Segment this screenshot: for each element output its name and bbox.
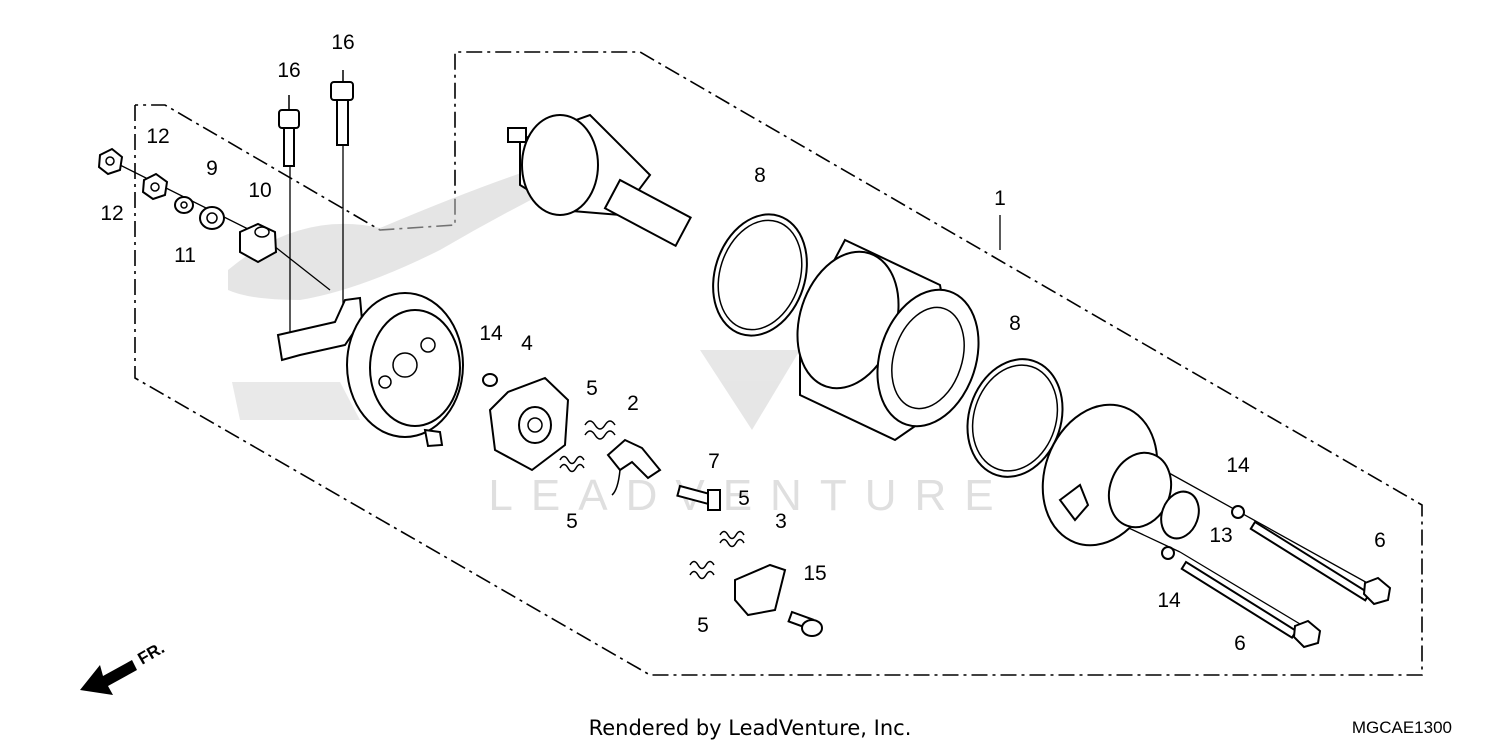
callout-11: 11: [174, 244, 196, 267]
spring-5-a: [584, 420, 616, 440]
callout-5c: 5: [738, 487, 750, 510]
callout-10: 10: [248, 179, 271, 202]
bolt-16-left: [278, 95, 300, 167]
washer-14-a: [482, 373, 498, 387]
callout-12b: 12: [100, 202, 123, 225]
rear-cover: [276, 292, 464, 448]
callout-5a: 5: [586, 377, 598, 400]
callout-14c: 14: [1157, 589, 1181, 612]
callout-16a: 16: [277, 59, 300, 82]
callout-3: 3: [775, 510, 787, 533]
callouts: 1 2 3 4 5 5 5 5 6 6 7 8 8 9 10 11 12 12 …: [100, 31, 1386, 655]
brush-3: [734, 563, 787, 617]
callout-6a: 6: [1374, 529, 1386, 552]
front-cover: [1041, 403, 1173, 547]
assembly-boundary-left: [134, 51, 1423, 676]
callout-2: 2: [627, 392, 639, 415]
long-bolt-6-b: [1180, 560, 1322, 649]
callout-8b: 8: [1009, 312, 1021, 335]
stipple-wing-graphic: [228, 169, 560, 420]
callout-9: 9: [206, 157, 218, 180]
nut-12-b: [141, 172, 169, 201]
nut-12-a: [97, 147, 124, 176]
spring-5-c: [719, 530, 745, 548]
motor-yoke: [796, 238, 980, 442]
callout-1: 1: [994, 187, 1006, 210]
callout-16b: 16: [331, 31, 354, 54]
terminal-10: [239, 222, 278, 264]
o-ring-8-b: [966, 358, 1064, 478]
callout-13: 13: [1209, 524, 1232, 547]
spring-5-d: [689, 560, 715, 580]
screw-15: [787, 610, 823, 637]
o-ring-13: [1160, 490, 1200, 540]
armature: [507, 113, 692, 248]
front-direction-label: FR.: [135, 638, 168, 668]
washer-14-b: [1231, 505, 1245, 519]
callout-15: 15: [803, 562, 826, 585]
callout-14a: 14: [479, 322, 503, 345]
callout-5d: 5: [697, 614, 709, 637]
callout-6b: 6: [1234, 632, 1246, 655]
insulator-9: [199, 206, 225, 230]
front-direction-arrow: FR.: [80, 638, 168, 695]
callout-7: 7: [708, 450, 720, 473]
brush-2: [606, 438, 662, 496]
callout-4: 4: [521, 332, 533, 355]
washer-14-c: [1161, 546, 1175, 560]
watermark-logo: [700, 350, 800, 430]
spring-5-b: [559, 455, 585, 473]
brush-holder-4: [488, 376, 570, 472]
diagram-code: MGCAE1300: [1351, 718, 1452, 737]
bolt-16-right: [330, 70, 354, 146]
callout-14b: 14: [1226, 454, 1250, 477]
watermark: LEADVENTURE: [488, 350, 1011, 520]
washer-11: [174, 196, 194, 214]
callout-8a: 8: [754, 164, 766, 187]
watermark-text: LEADVENTURE: [488, 471, 1011, 520]
terminal-bolt-7: [676, 484, 721, 511]
o-ring-8-a: [712, 213, 808, 337]
credit-text: Rendered by LeadVenture, Inc.: [588, 716, 912, 740]
long-bolt-6-a: [1249, 520, 1392, 606]
callout-5b: 5: [566, 510, 578, 533]
callout-12a: 12: [146, 125, 169, 148]
